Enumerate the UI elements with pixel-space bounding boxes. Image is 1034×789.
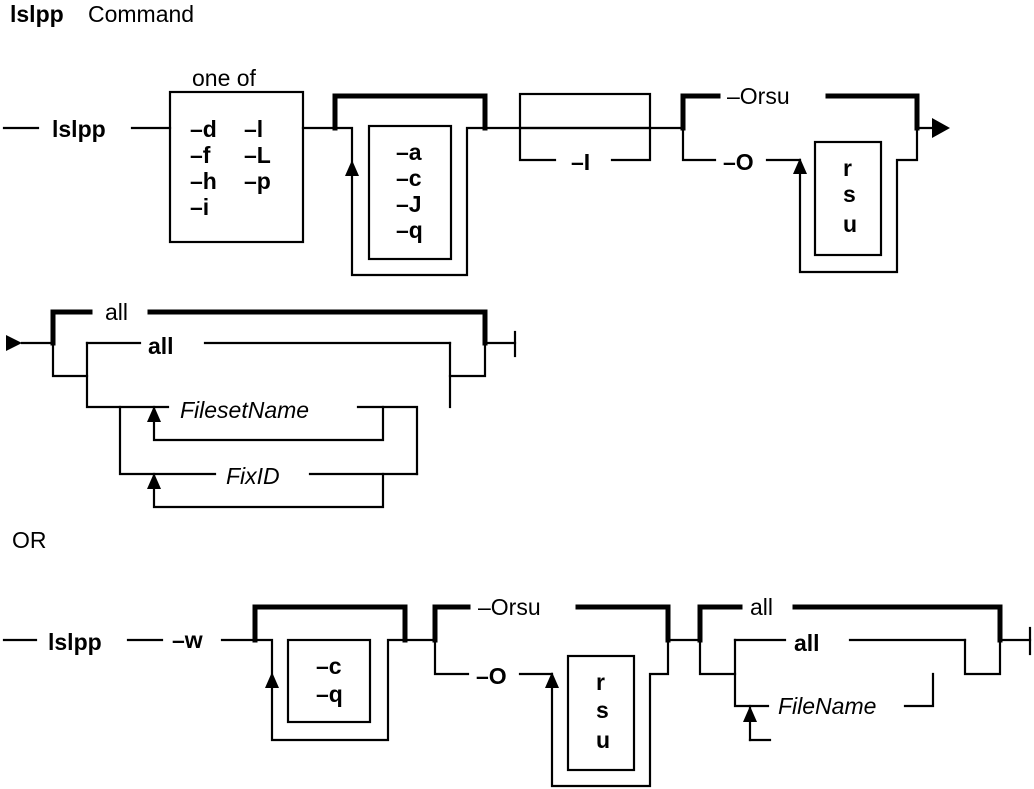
continue-arrow — [932, 118, 950, 138]
syntax1-row1: lslpp one of –d –f –h –i –l –L –p –a –c … — [2, 65, 950, 277]
flag-J: –J — [396, 191, 422, 217]
default-all-2: all — [750, 594, 773, 620]
fix-id: FixID — [226, 463, 280, 489]
flag-p: –p — [244, 168, 271, 194]
option-w: –w — [172, 627, 203, 653]
default-all-1: all — [105, 299, 128, 325]
fileset-name: FilesetName — [180, 397, 309, 423]
continuation-marker — [6, 335, 22, 351]
syntax1-row2: all all FilesetName FixID — [6, 299, 517, 509]
flag-l: –l — [244, 116, 263, 142]
all-bold-1: all — [148, 333, 174, 359]
option-O-2: –O — [476, 663, 507, 689]
default-orsu-2: –Orsu — [478, 594, 541, 620]
repeat-arrow-7 — [743, 706, 757, 722]
one-of-box — [168, 90, 305, 244]
flag-i: –i — [190, 194, 209, 220]
default-orsu-1: –Orsu — [727, 83, 790, 109]
repeat-arrow-5 — [265, 672, 279, 688]
one-of-label: one of — [192, 65, 257, 91]
rsu-r-2: r — [596, 669, 605, 695]
flag-h: –h — [190, 168, 217, 194]
repeat-arrow-1 — [345, 160, 359, 176]
file-name: FileName — [778, 693, 876, 719]
options-a-box — [367, 124, 453, 261]
rsu-s-2: s — [596, 697, 609, 723]
flag-d: –d — [190, 116, 217, 142]
rsu-s-1: s — [843, 181, 856, 207]
repeat-arrow-6 — [545, 672, 559, 688]
repeat-arrow-3 — [147, 406, 161, 422]
title-command: lslpp — [10, 1, 64, 27]
rsu-u-1: u — [843, 211, 857, 237]
repeat-arrow-2 — [793, 158, 807, 174]
flag-q: –q — [396, 217, 423, 243]
option-O-1: –O — [723, 149, 754, 175]
syntax2: lslpp –w –c –q –Orsu –O r s u all all — [2, 594, 1032, 788]
command-lslpp-1: lslpp — [52, 116, 106, 142]
title-word: Command — [88, 1, 194, 27]
options-cq-box — [286, 638, 372, 724]
all-bold-2: all — [794, 630, 820, 656]
rsu-box-1 — [813, 140, 883, 257]
or-label: OR — [12, 527, 47, 553]
flag-c: –c — [396, 165, 422, 191]
flag-L: –L — [244, 142, 271, 168]
flag-f: –f — [190, 142, 211, 168]
repeat-arrow-4 — [147, 473, 161, 489]
rsu-r-1: r — [843, 155, 852, 181]
flag-q-2: –q — [316, 681, 343, 707]
flag-I: –I — [571, 149, 590, 175]
flag-a: –a — [396, 139, 422, 165]
command-lslpp-2: lslpp — [48, 629, 102, 655]
rsu-box-2 — [566, 654, 636, 772]
rsu-u-2: u — [596, 727, 610, 753]
flag-c-2: –c — [316, 653, 342, 679]
